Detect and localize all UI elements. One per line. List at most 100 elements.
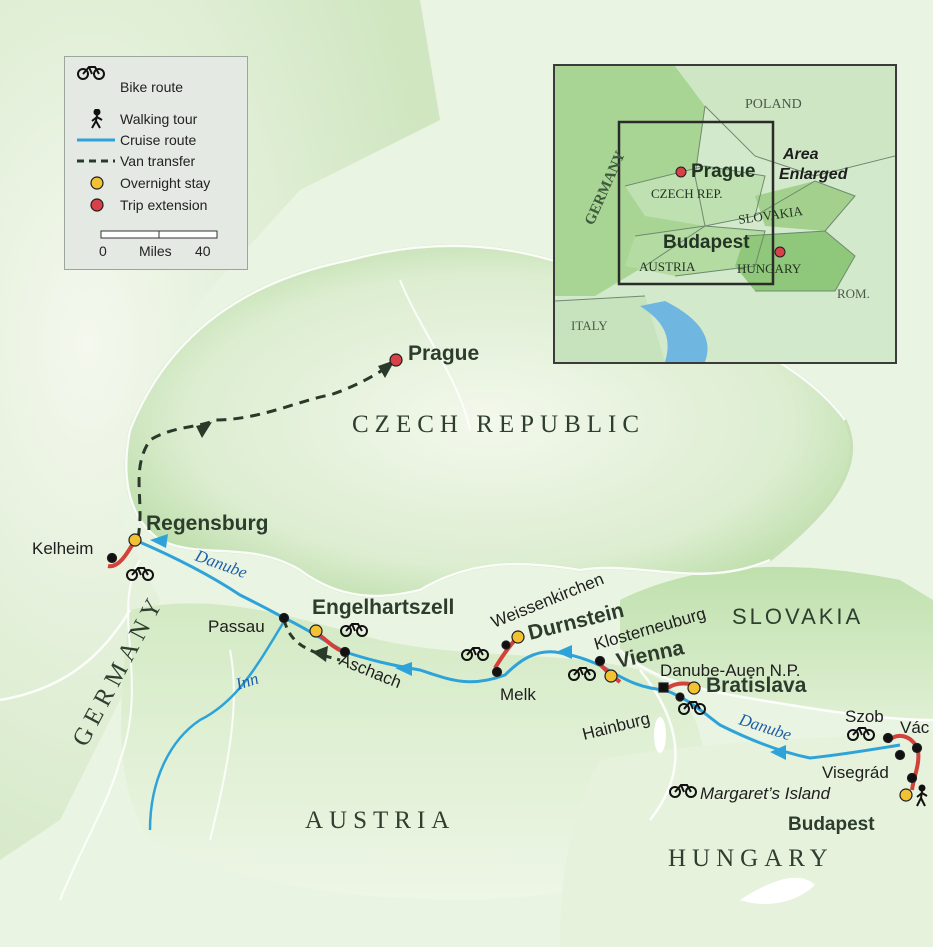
aschach-dot — [339, 646, 351, 658]
country-czech-republic: CZECH REPUBLIC — [352, 411, 645, 438]
legend-label-bike: Bike route — [120, 79, 184, 95]
country-slovakia: SLOVAKIA — [732, 604, 863, 629]
bike-icons — [126, 567, 875, 798]
legend-row-van: Van transfer — [65, 151, 249, 171]
van-arrow-prague — [378, 360, 395, 378]
hungary-region — [560, 730, 933, 947]
slovakia-region — [620, 566, 933, 720]
walker-icon — [91, 109, 103, 129]
legend-label-van: Van transfer — [120, 153, 196, 169]
bicycle-icon — [461, 647, 489, 661]
austria-region — [121, 603, 704, 900]
weissenkirchen-dot — [501, 640, 511, 650]
label-bratislava: Bratislava — [706, 674, 807, 697]
inset-hungary — [735, 231, 855, 291]
label-budapest: Budapest — [788, 814, 875, 835]
lake — [654, 717, 666, 753]
melk-dot — [491, 666, 503, 678]
van-arrow-passau — [312, 646, 328, 662]
scale-min: 0 — [99, 243, 107, 259]
inset-italy — [555, 296, 665, 362]
bicycle-icon — [678, 701, 706, 715]
inset-canvas: Prague Budapest Area Enlarged POLAND GER… — [555, 66, 895, 362]
legend-label-cruise: Cruise route — [120, 132, 197, 148]
van-arrow-mid — [196, 422, 212, 438]
inset-label-romania: ROM. — [837, 286, 870, 301]
bicycle-icon — [126, 567, 154, 581]
area-enlarged-box — [617, 120, 775, 286]
legend-label-extension: Trip extension — [120, 197, 208, 213]
prague-extension-dot — [389, 353, 403, 367]
inset-label-poland: POLAND — [745, 97, 802, 112]
margarets-island-dot — [906, 772, 918, 784]
label-regensburg: Regensburg — [146, 512, 269, 535]
inset-slovakia — [755, 181, 855, 231]
inn-river — [148, 619, 287, 831]
inset-label-hungary: HUNGARY — [737, 261, 802, 276]
inset-label-austria: AUSTRIA — [639, 259, 696, 274]
walker-icon — [916, 784, 928, 807]
bicycle-icon — [669, 784, 697, 798]
inset-label-prague: Prague — [691, 161, 755, 182]
bratislava-overnight-dot — [687, 681, 701, 695]
inset-budapest-dot — [774, 246, 786, 258]
durnstein-overnight-dot — [511, 630, 525, 644]
city-markers — [106, 353, 923, 802]
country-austria: AUSTRIA — [305, 807, 455, 834]
inset-poland — [675, 66, 895, 176]
legend-extension-symbol — [90, 198, 104, 212]
inset-prague-dot — [675, 166, 687, 178]
legend-walker-symbol — [91, 109, 103, 129]
scale-unit: Miles — [139, 243, 172, 259]
cruise-arrows — [150, 534, 786, 760]
legend: Bike route Walking tour Cruise route Van… — [64, 56, 248, 270]
country-hungary: HUNGARY — [668, 845, 834, 872]
hainburg-dot — [675, 692, 685, 702]
label-prague: Prague — [408, 342, 479, 365]
scale-max: 40 — [195, 243, 211, 259]
szob-dot — [882, 732, 894, 744]
danube-auen-marker — [658, 682, 669, 693]
inset-adriatic — [640, 301, 708, 362]
minor-rivers — [59, 279, 471, 901]
inset-austria — [625, 226, 765, 276]
inset-label-czech: CZECH REP. — [651, 186, 723, 201]
bicycle-icon — [847, 727, 875, 741]
budapest-overnight-dot — [899, 788, 913, 802]
legend-row-walking: Walking tour — [65, 109, 249, 129]
inset-label-italy: ITALY — [571, 318, 608, 333]
label-melk: Melk — [500, 685, 536, 704]
van-transfer-passau — [282, 619, 341, 662]
bicycle-icon — [340, 623, 368, 637]
label-margarets-island: Margaret’s Island — [700, 784, 831, 803]
legend-van-symbol — [77, 159, 115, 163]
legend-row-bike: Bike route — [65, 66, 249, 95]
legend-label-overnight: Overnight stay — [120, 175, 211, 191]
visegrad-dot — [894, 749, 906, 761]
cruise-route — [134, 538, 901, 760]
scale-bar: 0 Miles 40 — [79, 229, 239, 265]
legend-cruise-symbol — [77, 138, 115, 142]
passau-dot — [278, 612, 290, 624]
inset-label-enlarged: Enlarged — [779, 166, 849, 183]
label-kelheim: Kelheim — [32, 539, 93, 558]
label-visegrad: Visegrád — [822, 763, 889, 782]
kelheim-dot — [106, 552, 118, 564]
inset-map: Prague Budapest Area Enlarged POLAND GER… — [553, 64, 897, 364]
klosterneuburg-dot — [594, 655, 606, 667]
legend-label-walking: Walking tour — [120, 111, 198, 127]
vac-dot — [911, 742, 923, 754]
label-vac: Vác — [900, 718, 930, 737]
inset-label-area: Area — [782, 146, 819, 163]
legend-row-cruise: Cruise route — [65, 130, 249, 150]
legend-overnight-symbol — [90, 176, 104, 190]
label-passau: Passau — [208, 617, 265, 636]
inset-czech — [625, 166, 765, 226]
label-engelhartszell: Engelhartszell — [312, 596, 454, 619]
label-szob: Szob — [845, 707, 884, 726]
regensburg-overnight-dot — [128, 533, 142, 547]
lake-balaton — [740, 877, 815, 905]
vienna-overnight-dot — [604, 669, 618, 683]
label-danube-auen: Danube-Auen N.P. — [660, 661, 801, 680]
